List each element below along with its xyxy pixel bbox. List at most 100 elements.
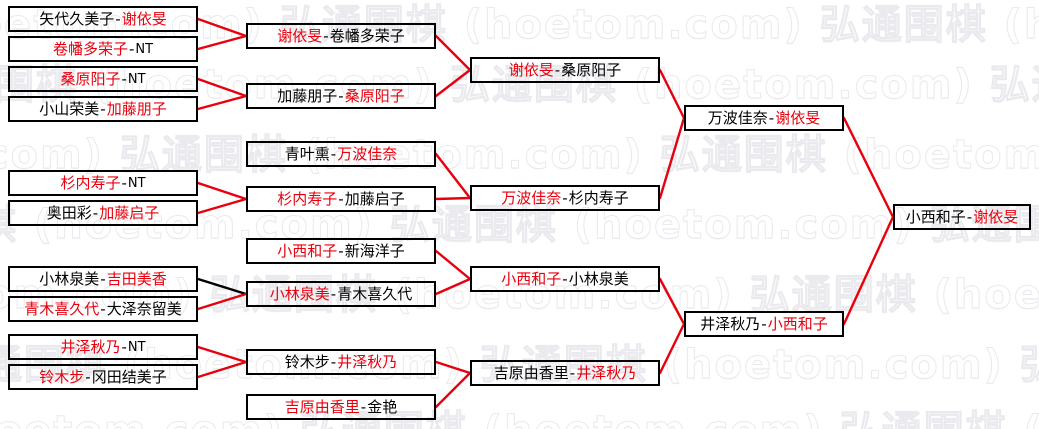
- connector-line: [196, 17, 248, 38]
- player-left: 铃木步: [284, 352, 330, 371]
- connector-line: [196, 360, 248, 379]
- connector-line: [196, 277, 248, 296]
- connector-line: [434, 360, 472, 375]
- vs-separator: -: [100, 299, 106, 318]
- match-box[interactable]: 卷幡多荣子-NT: [8, 36, 198, 62]
- connector-line: [842, 116, 895, 219]
- player-right: 大泽奈留美: [106, 299, 182, 318]
- player-left: 小林泉美: [269, 284, 330, 303]
- match-box[interactable]: 万波佳奈-杉内寿子: [470, 185, 660, 211]
- vs-separator: -: [100, 269, 106, 288]
- vs-separator: -: [569, 363, 576, 382]
- vs-separator: -: [562, 188, 568, 207]
- player-right: 谢依旻: [775, 108, 821, 127]
- match-box[interactable]: 铃木步-井泽秋乃: [246, 349, 436, 375]
- player-right: 冈田结美子: [91, 367, 167, 386]
- match-box[interactable]: 井泽秋乃-NT: [8, 334, 198, 360]
- player-left: 奥田彩: [46, 203, 92, 222]
- player-left: 小山荣美: [39, 99, 100, 118]
- player-left: 卷幡多荣子: [52, 39, 128, 58]
- vs-separator: -: [85, 367, 91, 386]
- vs-separator: -: [330, 352, 337, 371]
- player-left: 井泽秋乃: [700, 314, 761, 333]
- match-box[interactable]: 吉原由香里-金艳: [246, 394, 436, 420]
- connector-line: [434, 249, 472, 281]
- vs-separator: -: [121, 173, 127, 192]
- connector-line: [196, 181, 248, 201]
- match-box[interactable]: 小山荣美-加藤朋子: [8, 96, 198, 122]
- match-box[interactable]: 奥田彩-加藤启子: [8, 200, 198, 226]
- player-left: 加藤朋子: [277, 86, 338, 105]
- match-box[interactable]: 万波佳奈-谢依旻: [684, 105, 844, 131]
- player-right: 杉内寿子: [568, 188, 629, 207]
- match-box[interactable]: 吉原由香里-井泽秋乃: [470, 360, 660, 386]
- player-left: 万波佳奈: [707, 108, 768, 127]
- player-right: 谢依旻: [973, 207, 1019, 226]
- player-left: 吉原由香里: [493, 363, 569, 382]
- player-right: 青木喜久代: [337, 284, 413, 303]
- match-box[interactable]: 谢依旻-卷幡多荣子: [246, 23, 436, 49]
- player-right: 加藤朋子: [106, 99, 167, 118]
- player-right: NT: [127, 175, 146, 191]
- connector-line: [434, 34, 472, 72]
- player-right: 卷幡多荣子: [329, 26, 405, 45]
- vs-separator: -: [338, 86, 344, 105]
- vs-separator: -: [338, 189, 344, 208]
- player-right: NT: [127, 339, 146, 355]
- connector-line: [842, 215, 895, 326]
- player-right: 井泽秋乃: [576, 363, 637, 382]
- match-box[interactable]: 小西和子-小林泉美: [470, 266, 660, 292]
- match-box[interactable]: 桑原阳子-NT: [8, 66, 198, 92]
- connector-line: [434, 196, 472, 201]
- player-left: 小西和子: [905, 207, 966, 226]
- player-right: 加藤启子: [99, 203, 160, 222]
- player-left: 杉内寿子: [60, 173, 121, 192]
- match-box[interactable]: 加藤朋子-桑原阳子: [246, 83, 436, 109]
- match-box[interactable]: 青木喜久代-大泽奈留美: [8, 296, 198, 322]
- match-box[interactable]: 小林泉美-青木喜久代: [246, 281, 436, 307]
- connector-line: [658, 68, 686, 120]
- player-right: 小西和子: [767, 314, 828, 333]
- connector-line: [658, 322, 686, 375]
- player-right: 桑原阳子: [561, 60, 622, 79]
- player-right: 谢依旻: [121, 9, 167, 28]
- player-right: 金艳: [367, 397, 398, 416]
- vs-separator: -: [360, 397, 367, 416]
- player-left: 井泽秋乃: [60, 337, 121, 356]
- connector-line: [658, 116, 686, 200]
- connector-line: [658, 277, 686, 326]
- player-left: 杉内寿子: [277, 189, 338, 208]
- match-box[interactable]: 铃木步-冈田结美子: [8, 364, 198, 390]
- player-right: 万波佳奈: [337, 144, 398, 163]
- vs-separator: -: [92, 203, 99, 222]
- connector-line: [434, 152, 472, 200]
- watermark-text: 弘通围棋 (hoetom.com) 弘通围棋 (hoetom.com) 弘通围棋…: [0, 398, 1039, 429]
- vs-separator: -: [121, 337, 127, 356]
- match-box[interactable]: 杉内寿子-NT: [8, 170, 198, 196]
- player-right: 井泽秋乃: [337, 352, 398, 371]
- connector-line: [196, 77, 248, 98]
- match-box[interactable]: 小西和子-新海洋子: [246, 238, 436, 264]
- player-right: NT: [127, 71, 146, 87]
- match-box[interactable]: 杉内寿子-加藤启子: [246, 186, 436, 212]
- player-right: 桑原阳子: [344, 86, 405, 105]
- match-box[interactable]: 井泽秋乃-小西和子: [684, 311, 844, 337]
- match-box[interactable]: 矢代久美子-谢依旻: [8, 6, 198, 32]
- player-right: 小林泉美: [568, 269, 629, 288]
- player-left: 吉原由香里: [284, 397, 360, 416]
- player-left: 谢依旻: [277, 26, 323, 45]
- match-box[interactable]: 小西和子-谢依旻: [893, 204, 1031, 230]
- player-left: 青叶熏: [284, 144, 330, 163]
- player-right: 新海洋子: [344, 241, 405, 260]
- match-box[interactable]: 青叶熏-万波佳奈: [246, 141, 436, 167]
- match-box[interactable]: 小林泉美-吉田美香: [8, 266, 198, 292]
- player-left: 小西和子: [277, 241, 338, 260]
- match-box[interactable]: 谢依旻-桑原阳子: [470, 57, 660, 83]
- vs-separator: -: [330, 284, 337, 303]
- player-left: 桑原阳子: [60, 69, 121, 88]
- player-left: 谢依旻: [508, 60, 554, 79]
- connector-line: [196, 34, 248, 51]
- vs-separator: -: [338, 241, 344, 260]
- vs-separator: -: [330, 144, 337, 163]
